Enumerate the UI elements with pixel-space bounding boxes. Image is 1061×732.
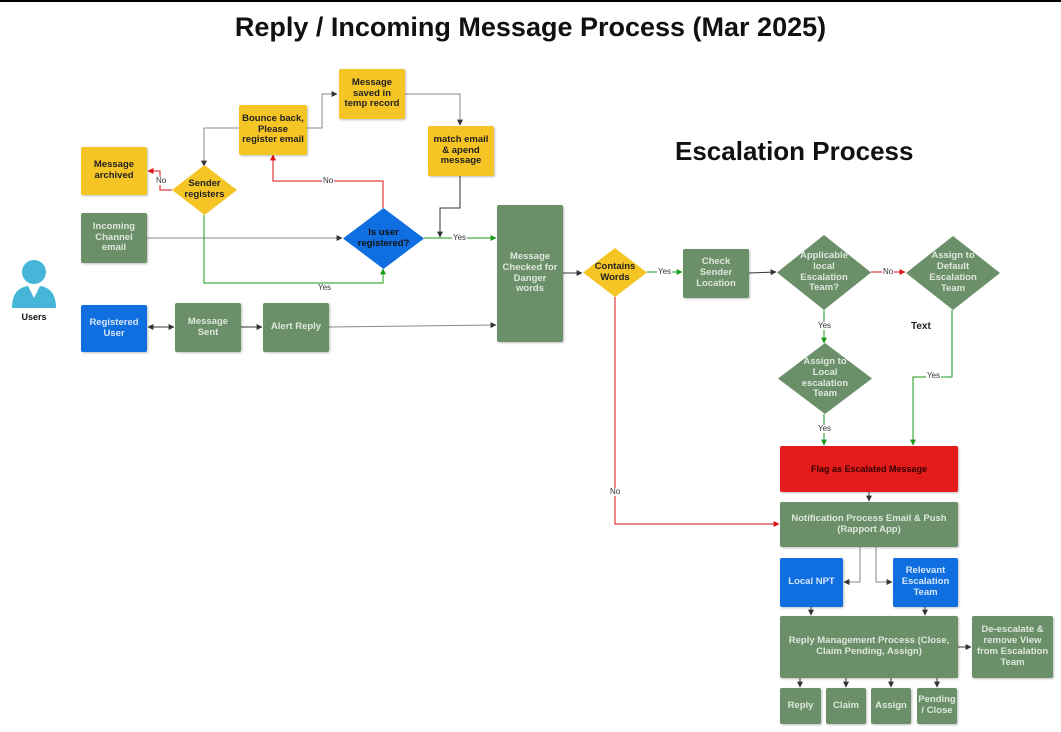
node-registered-user: Registered User	[81, 305, 147, 352]
node-reply: Reply	[780, 688, 821, 724]
node-claim: Claim	[826, 688, 866, 724]
node-check-sender: Check Sender Location	[683, 249, 749, 298]
label-no-archive: No	[155, 176, 168, 185]
edge-bounce-to-temp	[306, 91, 338, 129]
node-assign-local: Assign to Local escalation Team	[778, 343, 872, 414]
node-message-archived: Message archived	[81, 147, 147, 195]
edge-notify-to-npt	[843, 547, 861, 585]
node-bounce-back: Bounce back, Please register email	[239, 105, 307, 155]
top-border	[0, 0, 1061, 2]
label-yes-local: Yes	[817, 424, 833, 433]
node-local-npt: Local NPT	[780, 558, 843, 607]
node-assign: Assign	[871, 688, 911, 724]
label-yes-default: Yes	[926, 371, 942, 380]
users-label: Users	[21, 312, 47, 322]
label-no-registered: No	[322, 176, 335, 185]
decision-contains-words: Contains Words	[583, 248, 647, 297]
label-no-contains: No	[609, 487, 622, 496]
node-notification: Notification Process Email & Push (Rappo…	[780, 502, 958, 547]
label-yes-registered: Yes	[452, 233, 468, 242]
edge-temp-to-match	[405, 93, 463, 126]
diagram-title: Reply / Incoming Message Process (Mar 20…	[234, 12, 827, 42]
decision-is-user-registered: Is user registered?	[343, 208, 424, 269]
label-yes-contains: Yes	[657, 267, 673, 276]
edge-alert-to-checked	[328, 322, 497, 329]
label-no-applicable: No	[882, 267, 895, 276]
label-yes-sender: Yes	[317, 283, 333, 292]
node-saved-temp: Message saved in temp record	[339, 69, 405, 119]
node-message-checked: Message Checked for Danger words	[497, 205, 563, 342]
node-relevant-team: Relevant Escalation Team	[893, 558, 958, 607]
node-de-escalate: De-escalate & remove View from Escalatio…	[972, 616, 1053, 678]
text-label: Text	[911, 321, 931, 332]
node-message-sent: Message Sent	[175, 303, 241, 352]
edge-contains-no-notify	[614, 297, 780, 527]
decision-applicable-local: Applicable local Escalation Team?	[777, 235, 871, 310]
node-reply-management: Reply Management Process (Close, Claim P…	[780, 616, 958, 678]
edge-check-to-applicable	[748, 269, 777, 276]
section-title-escalation: Escalation Process	[675, 136, 914, 166]
node-pending-close: Pending / Close	[917, 688, 957, 724]
node-incoming-channel: Incoming Channel email	[81, 213, 147, 263]
edge-notify-to-relevant	[875, 547, 893, 585]
edge-match-to-main	[437, 176, 461, 238]
edge-bounce-to-sender	[201, 127, 240, 167]
node-assign-default: Assign to Default Escalation Team	[906, 236, 1000, 310]
edge-sender-yes-decision	[203, 215, 386, 284]
node-alert-reply: Alert Reply	[263, 303, 329, 352]
decision-sender-registers: Sender registers	[172, 165, 237, 215]
user-icon	[12, 260, 56, 308]
label-yes-applicable: Yes	[817, 321, 833, 330]
node-flag-escalated: Flag as Escalated Message	[780, 446, 958, 492]
node-match-email: match email & apend message	[428, 126, 494, 176]
